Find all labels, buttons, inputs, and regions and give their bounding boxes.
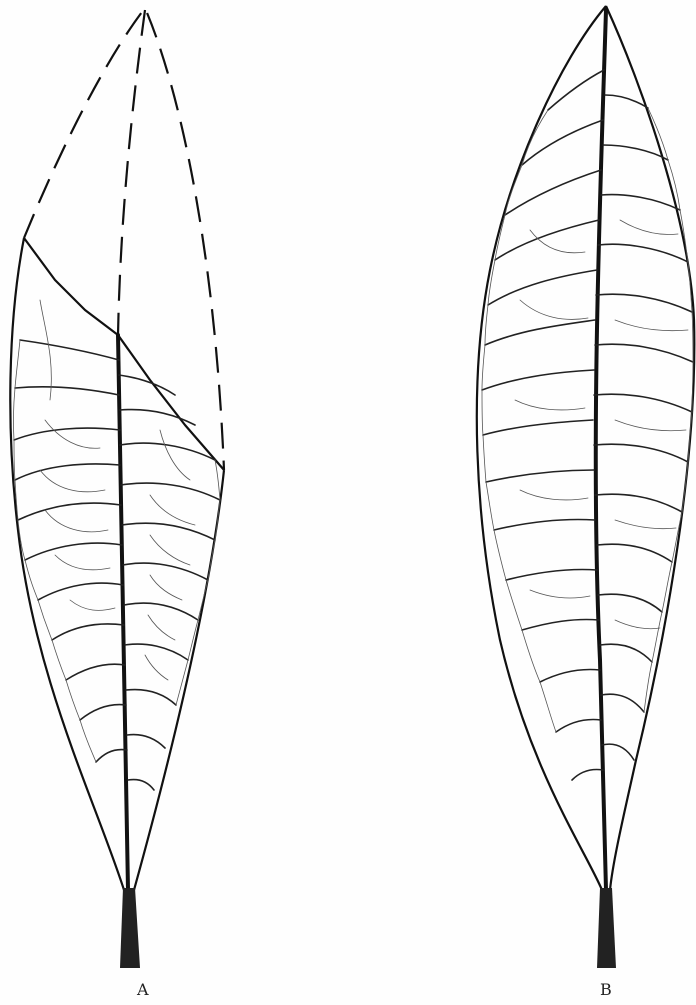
leaf-b-outline	[477, 6, 695, 890]
leaf-a-petiole	[120, 888, 140, 968]
leaf-b-petiole	[597, 888, 616, 968]
leaf-a-midrib	[118, 335, 128, 890]
leaf-b-midrib	[596, 10, 606, 890]
leaf-a-drawing	[10, 8, 224, 968]
leaf-a-label: A	[137, 980, 149, 999]
leaf-b-secondary-veins	[482, 70, 693, 780]
leaf-b-drawing	[477, 6, 695, 968]
leaf-b-label: B	[600, 980, 612, 999]
leaf-a-reconstructed-outline	[24, 8, 224, 470]
leaf-a-reconstructed-midrib	[118, 10, 145, 335]
